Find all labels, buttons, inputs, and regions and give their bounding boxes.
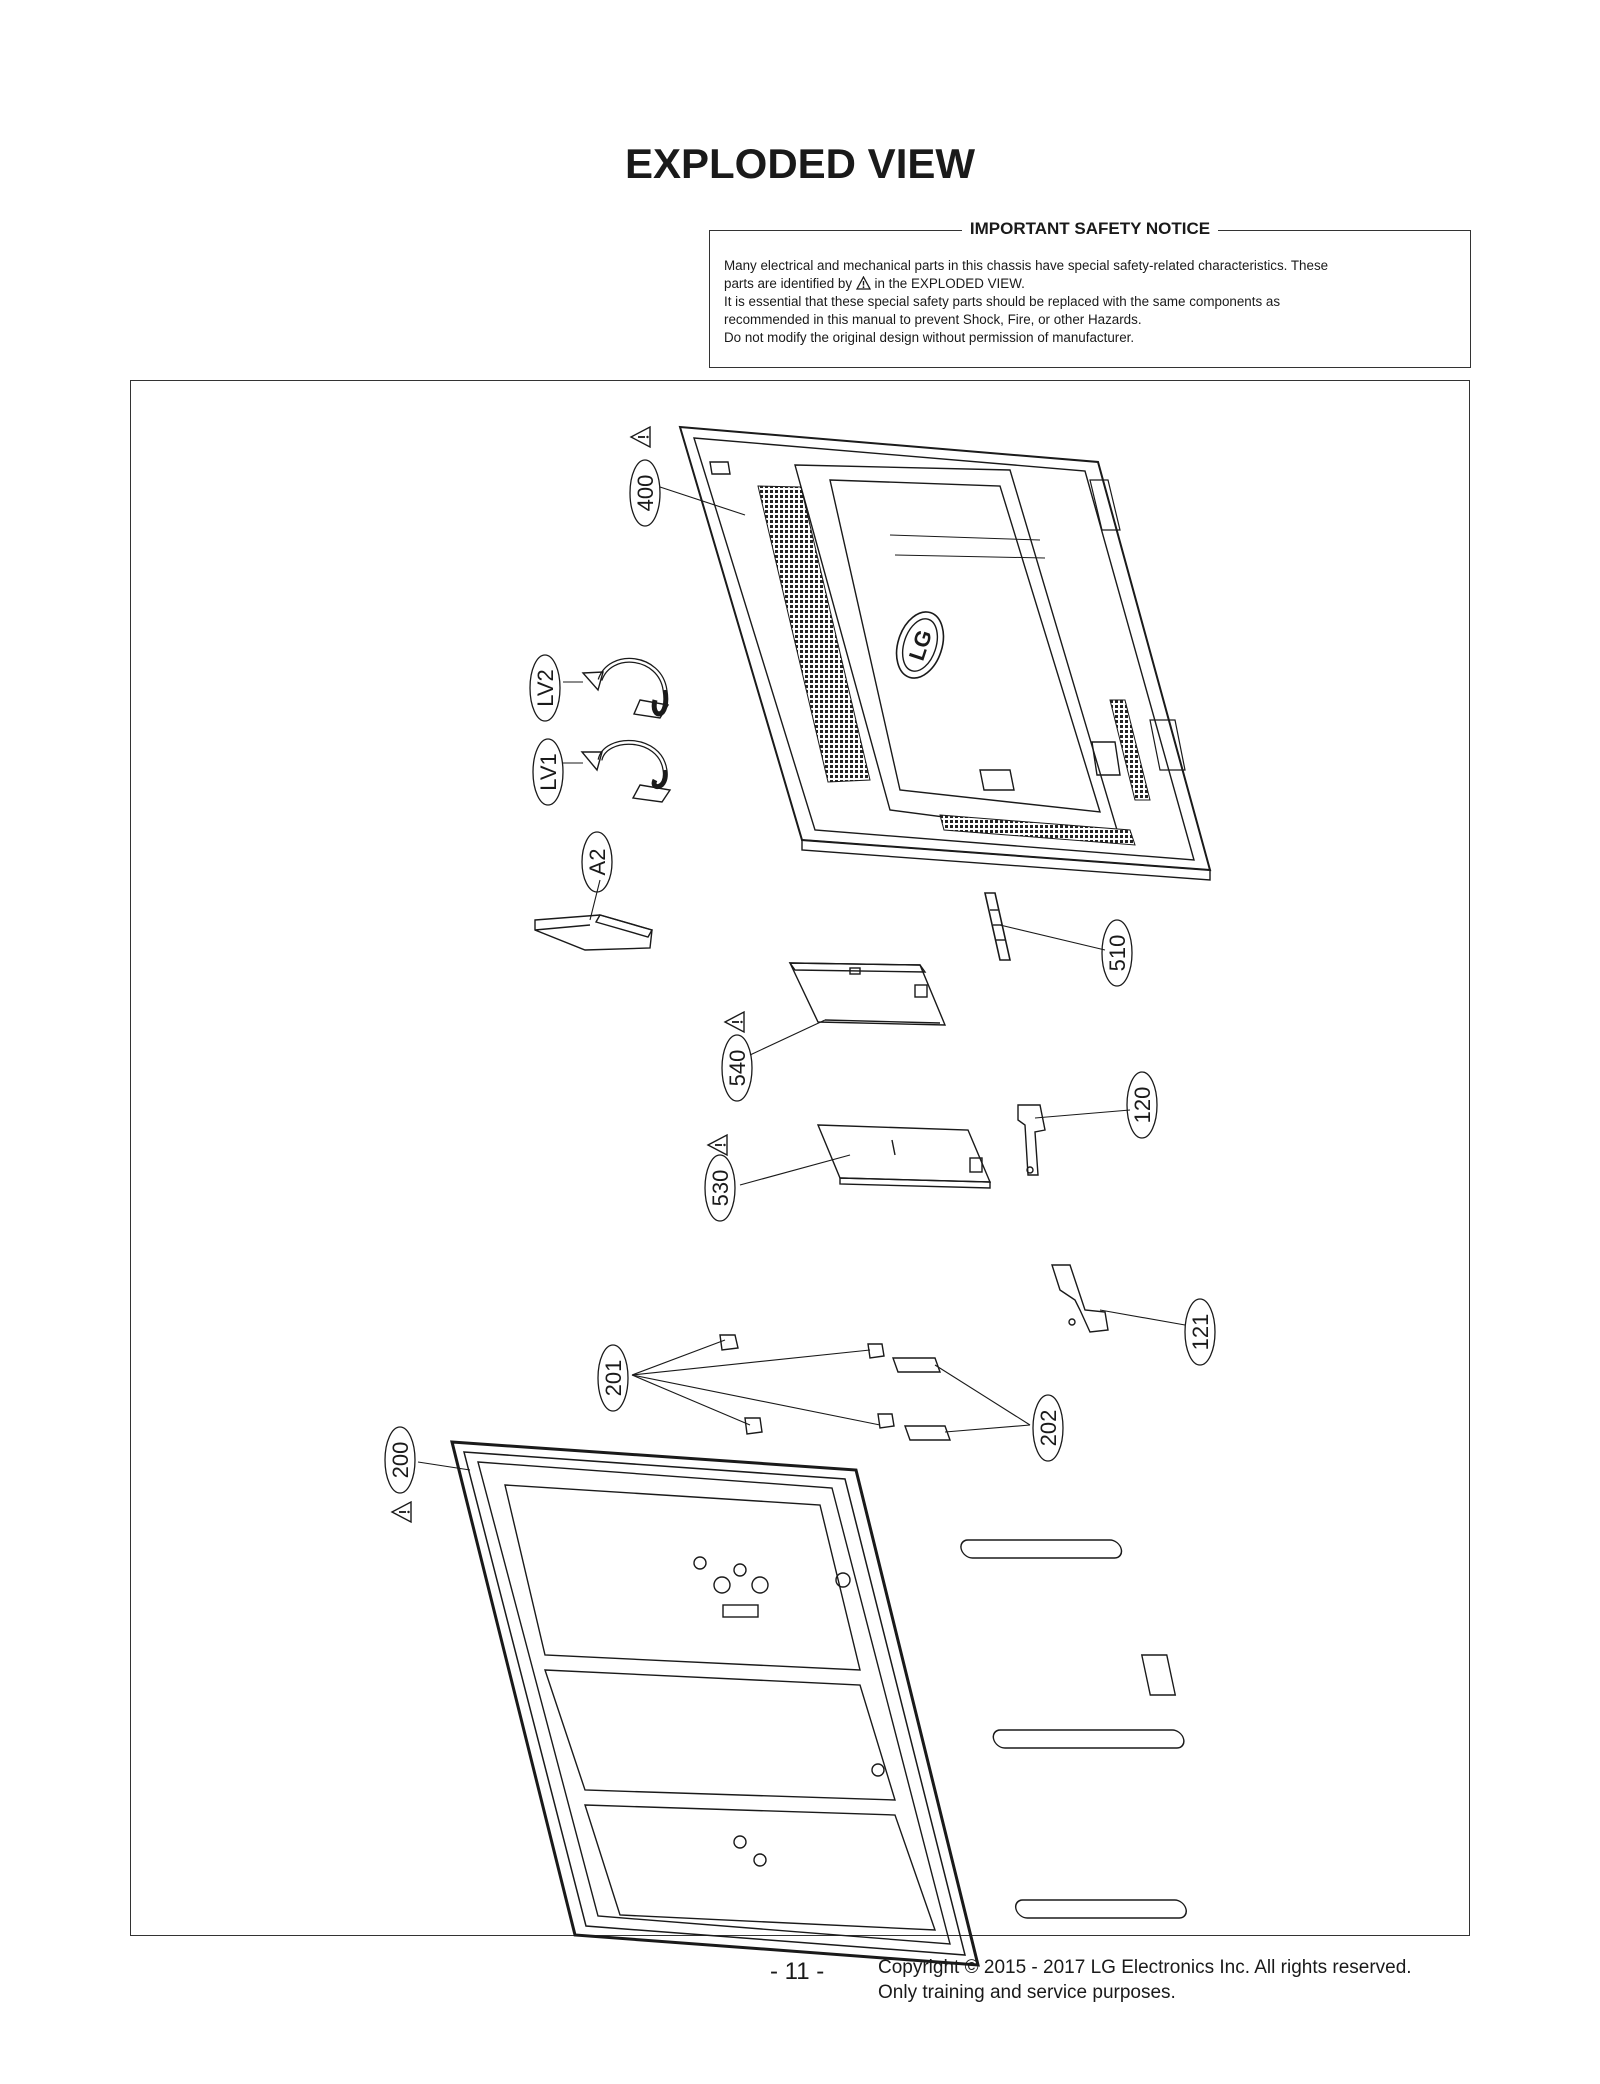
warning-triangle-icon xyxy=(724,1011,745,1033)
label-510: 510 xyxy=(1105,935,1130,972)
copyright-notice: Copyright © 2015 - 2017 LG Electronics I… xyxy=(878,1955,1412,2005)
safety-warning-marks xyxy=(391,426,745,1523)
label-202: 202 xyxy=(1036,1410,1061,1447)
label-530: 530 xyxy=(708,1170,733,1207)
lvds-cable-lv1 xyxy=(580,739,672,803)
leader-lines xyxy=(417,486,1186,1471)
part-labels: 400 LV2 LV1 A2 510 540 120 530 121 201 2… xyxy=(388,475,1213,1479)
diagram-frame xyxy=(130,380,1470,1936)
safety-notice-body: Many electrical and mechanical parts in … xyxy=(724,257,1456,347)
warning-triangle-icon xyxy=(391,1501,412,1523)
label-121: 121 xyxy=(1188,1314,1213,1351)
notice-line-2b: in the EXPLODED VIEW. xyxy=(874,276,1025,291)
page-title: EXPLODED VIEW xyxy=(624,140,976,187)
safety-notice-box: IMPORTANT SAFETY NOTICE Many electrical … xyxy=(709,219,1471,368)
bracket-120 xyxy=(1017,1104,1046,1176)
bracket-121 xyxy=(1051,1264,1109,1333)
label-lv1: LV1 xyxy=(536,753,561,791)
label-120: 120 xyxy=(1130,1087,1155,1124)
brackets-201 xyxy=(719,1334,763,1435)
power-board-530 xyxy=(816,1124,992,1189)
notice-line-5: Do not modify the original design withou… xyxy=(724,330,1135,345)
label-201: 201 xyxy=(601,1360,626,1397)
warning-triangle-icon xyxy=(630,426,651,448)
brackets-202 xyxy=(867,1343,951,1441)
notice-line-4: recommended in this manual to prevent Sh… xyxy=(724,312,1142,327)
stand-a2 xyxy=(534,914,654,951)
notice-line-3: It is essential that these special safet… xyxy=(724,294,1281,309)
copyright-line-2: Only training and service purposes. xyxy=(878,1982,1176,2003)
notice-line-1: Many electrical and mechanical parts in … xyxy=(724,258,1329,273)
label-lv2: LV2 xyxy=(533,669,558,707)
label-a2: A2 xyxy=(585,849,610,876)
notice-line-2a: parts are identified by xyxy=(724,276,853,291)
label-200: 200 xyxy=(388,1442,413,1479)
page-number: - 11 - xyxy=(770,1958,825,1985)
safety-notice-title: IMPORTANT SAFETY NOTICE xyxy=(961,219,1219,238)
label-400: 400 xyxy=(633,475,658,512)
warning-triangle-icon xyxy=(855,276,871,290)
copyright-line-1: Copyright © 2015 - 2017 LG Electronics I… xyxy=(878,1957,1412,1978)
back-cover-400: LG xyxy=(678,425,1212,881)
front-frame-200 xyxy=(450,1440,1187,1967)
callout-ellipses xyxy=(384,459,1216,1494)
label-540: 540 xyxy=(725,1050,750,1087)
lvds-cable-lv2 xyxy=(581,657,670,719)
warning-triangle-icon xyxy=(707,1134,728,1156)
main-board-540 xyxy=(788,962,947,1026)
